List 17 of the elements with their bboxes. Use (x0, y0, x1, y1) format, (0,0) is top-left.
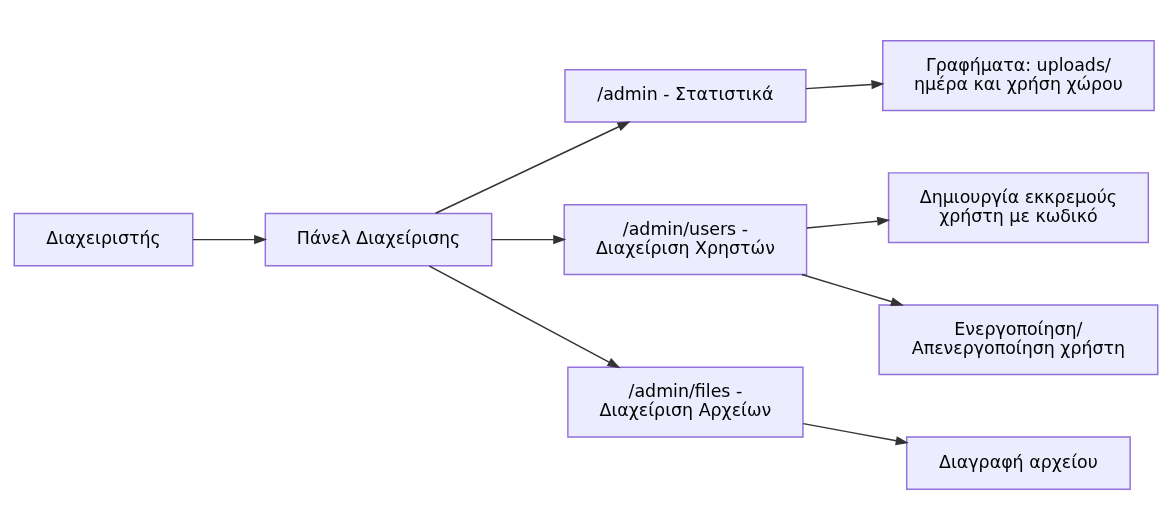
node-box: /admin/users - Διαχείριση Χρηστών (563, 204, 808, 276)
node-box: Δημιουργία εκκρεμούς χρήστη με κωδικό (887, 172, 1150, 244)
node-box: Διαγραφή αρχείου (905, 436, 1131, 490)
arrow (801, 273, 904, 307)
arrow (435, 121, 631, 214)
arrow (806, 216, 891, 229)
arrow (802, 422, 909, 446)
node-box: Γραφήματα: uploads/ ημέρα και χρήση χώρου (882, 40, 1155, 112)
node-box: /admin - Στατιστικά (564, 69, 807, 123)
node-box: Ενεργοποίηση/ Απενεργοποίηση χρήστη (878, 304, 1159, 376)
arrow (428, 265, 621, 369)
arrow (491, 235, 567, 245)
node-box: Διαχειριστής (13, 212, 194, 267)
arrow (192, 235, 268, 245)
node-box: Πάνελ Διαχείρισης (264, 212, 493, 267)
arrow (805, 80, 885, 90)
node-box: /admin/files - Διαχείριση Αρχείων (567, 366, 804, 438)
